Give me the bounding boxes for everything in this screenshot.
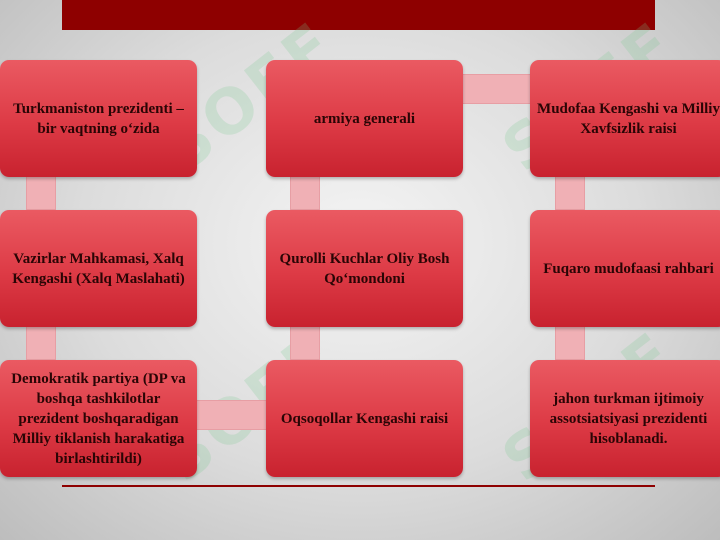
connector-line [290,176,320,210]
diagram-node: Fuqaro mudofaasi rahbari [530,210,720,327]
connector-line [26,326,56,360]
diagram-node: Turkmaniston prezidenti – bir vaqtning o… [0,60,197,177]
connector-line [26,176,56,210]
node-label: armiya generali [313,110,416,127]
diagram-node: Oqsoqollar Kengashi raisi [266,360,463,477]
diagram-node: Vazirlar Mahkamasi, Xalq Kengashi (Xalq … [0,210,197,327]
connector-line [196,400,268,430]
node-label: Fuqaro mudofaasi rahbari [543,260,714,277]
node-label: Demokratik partiya (DP va boshqa tashkil… [11,370,186,467]
diagram-node: jahon turkman ijtimoiy assotsiatsiyasi p… [530,360,720,477]
node-label: Oqsoqollar Kengashi raisi [280,410,449,427]
node-label: Turkmaniston prezidenti – bir vaqtning o… [13,100,184,137]
connector-line [290,326,320,360]
node-label: Vazirlar Mahkamasi, Xalq Kengashi (Xalq … [12,250,185,287]
bottom-divider [62,485,655,487]
title-bar [62,0,655,30]
diagram-node: Qurolli Kuchlar Oliy Bosh Qo‘mondoni [266,210,463,327]
connector-line [462,74,532,104]
node-label: jahon turkman ijtimoiy assotsiatsiyasi p… [549,390,708,447]
connector-line [555,176,585,210]
diagram-node: armiya generali [266,60,463,177]
connector-line [555,326,585,360]
diagram-node: Mudofaa Kengashi va Milliy Xavfsizlik ra… [530,60,720,177]
diagram-node: Demokratik partiya (DP va boshqa tashkil… [0,360,197,477]
node-label: Qurolli Kuchlar Oliy Bosh Qo‘mondoni [279,250,450,287]
node-label: Mudofaa Kengashi va Milliy Xavfsizlik ra… [537,100,720,137]
